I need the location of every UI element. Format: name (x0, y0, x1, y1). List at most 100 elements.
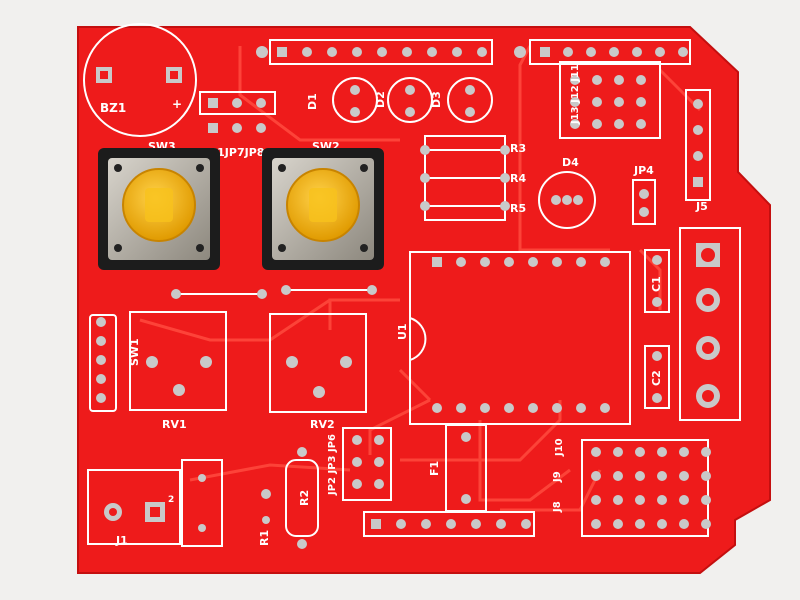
solder-pad (352, 479, 362, 489)
solder-pad (613, 447, 623, 457)
solder-pad (504, 257, 514, 267)
solder-pad (591, 447, 601, 457)
solder-pad (405, 107, 415, 117)
jumper-jp4: JP4 (632, 164, 656, 225)
solder-pad (432, 403, 442, 413)
solder-pad (701, 495, 711, 505)
label-d3: D3 (430, 91, 443, 108)
label-u1: U1 (396, 323, 409, 340)
solder-pad (693, 177, 703, 187)
solder-pad (446, 519, 456, 529)
solder-pad (496, 519, 506, 529)
solder-pad (591, 471, 601, 481)
solder-pad (613, 495, 623, 505)
solder-pad (592, 119, 602, 129)
solder-pad (600, 257, 610, 267)
label-d1: D1 (306, 93, 319, 110)
label-jp2-jp3-jp6: JP2 JP3 JP6 (327, 434, 338, 496)
leds-d1-d3: D1 D2 D3 (306, 77, 493, 123)
label-rv2: RV2 (310, 418, 335, 431)
solder-pad (477, 47, 487, 57)
header-j5: J5 (685, 89, 711, 213)
solder-pad (693, 125, 703, 135)
solder-pad (500, 145, 510, 155)
label-j13-j12-j11: J13 J12 J11 (570, 64, 581, 125)
solder-pad (371, 519, 381, 529)
solder-pad (96, 355, 106, 365)
solder-pad (374, 457, 384, 467)
solder-pad (402, 47, 412, 57)
label-r3: R3 (510, 142, 526, 155)
solder-pad (679, 495, 689, 505)
solder-pad (635, 495, 645, 505)
solder-pad (614, 97, 624, 107)
mounting-holes (256, 46, 526, 58)
pushbutton-sw3: SW3 (98, 140, 220, 270)
solder-pad (208, 123, 218, 133)
bottom-pin-header (363, 511, 535, 537)
solder-pad (528, 403, 538, 413)
label-r4: R4 (510, 172, 526, 185)
solder-pad (570, 75, 580, 85)
solder-pad (352, 457, 362, 467)
solder-pad (528, 257, 538, 267)
label-d2: D2 (374, 91, 387, 108)
solder-pad (563, 47, 573, 57)
screw-terminal (679, 227, 741, 421)
solder-pad (396, 519, 406, 529)
solder-pad (465, 85, 475, 95)
solder-pad (352, 435, 362, 445)
label-rv1: RV1 (162, 418, 187, 431)
label-j8: J8 (552, 501, 563, 513)
solder-pad (420, 145, 430, 155)
pushbutton-sw2: SW2 (262, 140, 384, 270)
label-c2: C2 (650, 370, 663, 386)
solder-pad (635, 447, 645, 457)
solder-pad (636, 97, 646, 107)
solder-pad (570, 119, 580, 129)
capacitors-c1-c2: C1 C2 (644, 249, 670, 409)
resistor-r2: R2 (285, 447, 319, 549)
label-bz1-plus: + (172, 97, 182, 111)
solder-pad (635, 471, 645, 481)
potentiometer-rv2: RV2 (269, 313, 367, 431)
solder-pad (500, 173, 510, 183)
solder-pad (657, 519, 667, 529)
solder-pad (405, 85, 415, 95)
solder-pad (427, 47, 437, 57)
solder-pad (208, 98, 218, 108)
solder-pad (552, 257, 562, 267)
solder-pad (591, 519, 601, 529)
pcb-board (77, 26, 771, 574)
solder-pad (657, 495, 667, 505)
solder-pad (421, 519, 431, 529)
solder-pad (232, 123, 242, 133)
solder-pad (679, 471, 689, 481)
switch-sw1: SW1 (89, 314, 141, 412)
label-r1: R1 (258, 530, 271, 546)
solder-pad (480, 403, 490, 413)
solder-pad (693, 99, 703, 109)
solder-pad (540, 47, 550, 57)
top-right-pin-header (529, 39, 691, 65)
solder-pad (504, 403, 514, 413)
solder-pad (636, 119, 646, 129)
solder-pad (635, 519, 645, 529)
solder-pad (613, 519, 623, 529)
solder-pad (277, 47, 287, 57)
solder-pad (592, 75, 602, 85)
solder-pad (350, 107, 360, 117)
solder-pad (609, 47, 619, 57)
label-jp4: JP4 (633, 164, 654, 177)
solder-pad (552, 403, 562, 413)
solder-pad (592, 97, 602, 107)
solder-pad (96, 317, 106, 327)
solder-pad (96, 336, 106, 346)
solder-pad (374, 479, 384, 489)
led-d4: D4 (538, 156, 596, 229)
solder-pad (96, 393, 106, 403)
solder-pad (679, 519, 689, 529)
solder-pad (374, 435, 384, 445)
button-resistors (171, 285, 377, 299)
